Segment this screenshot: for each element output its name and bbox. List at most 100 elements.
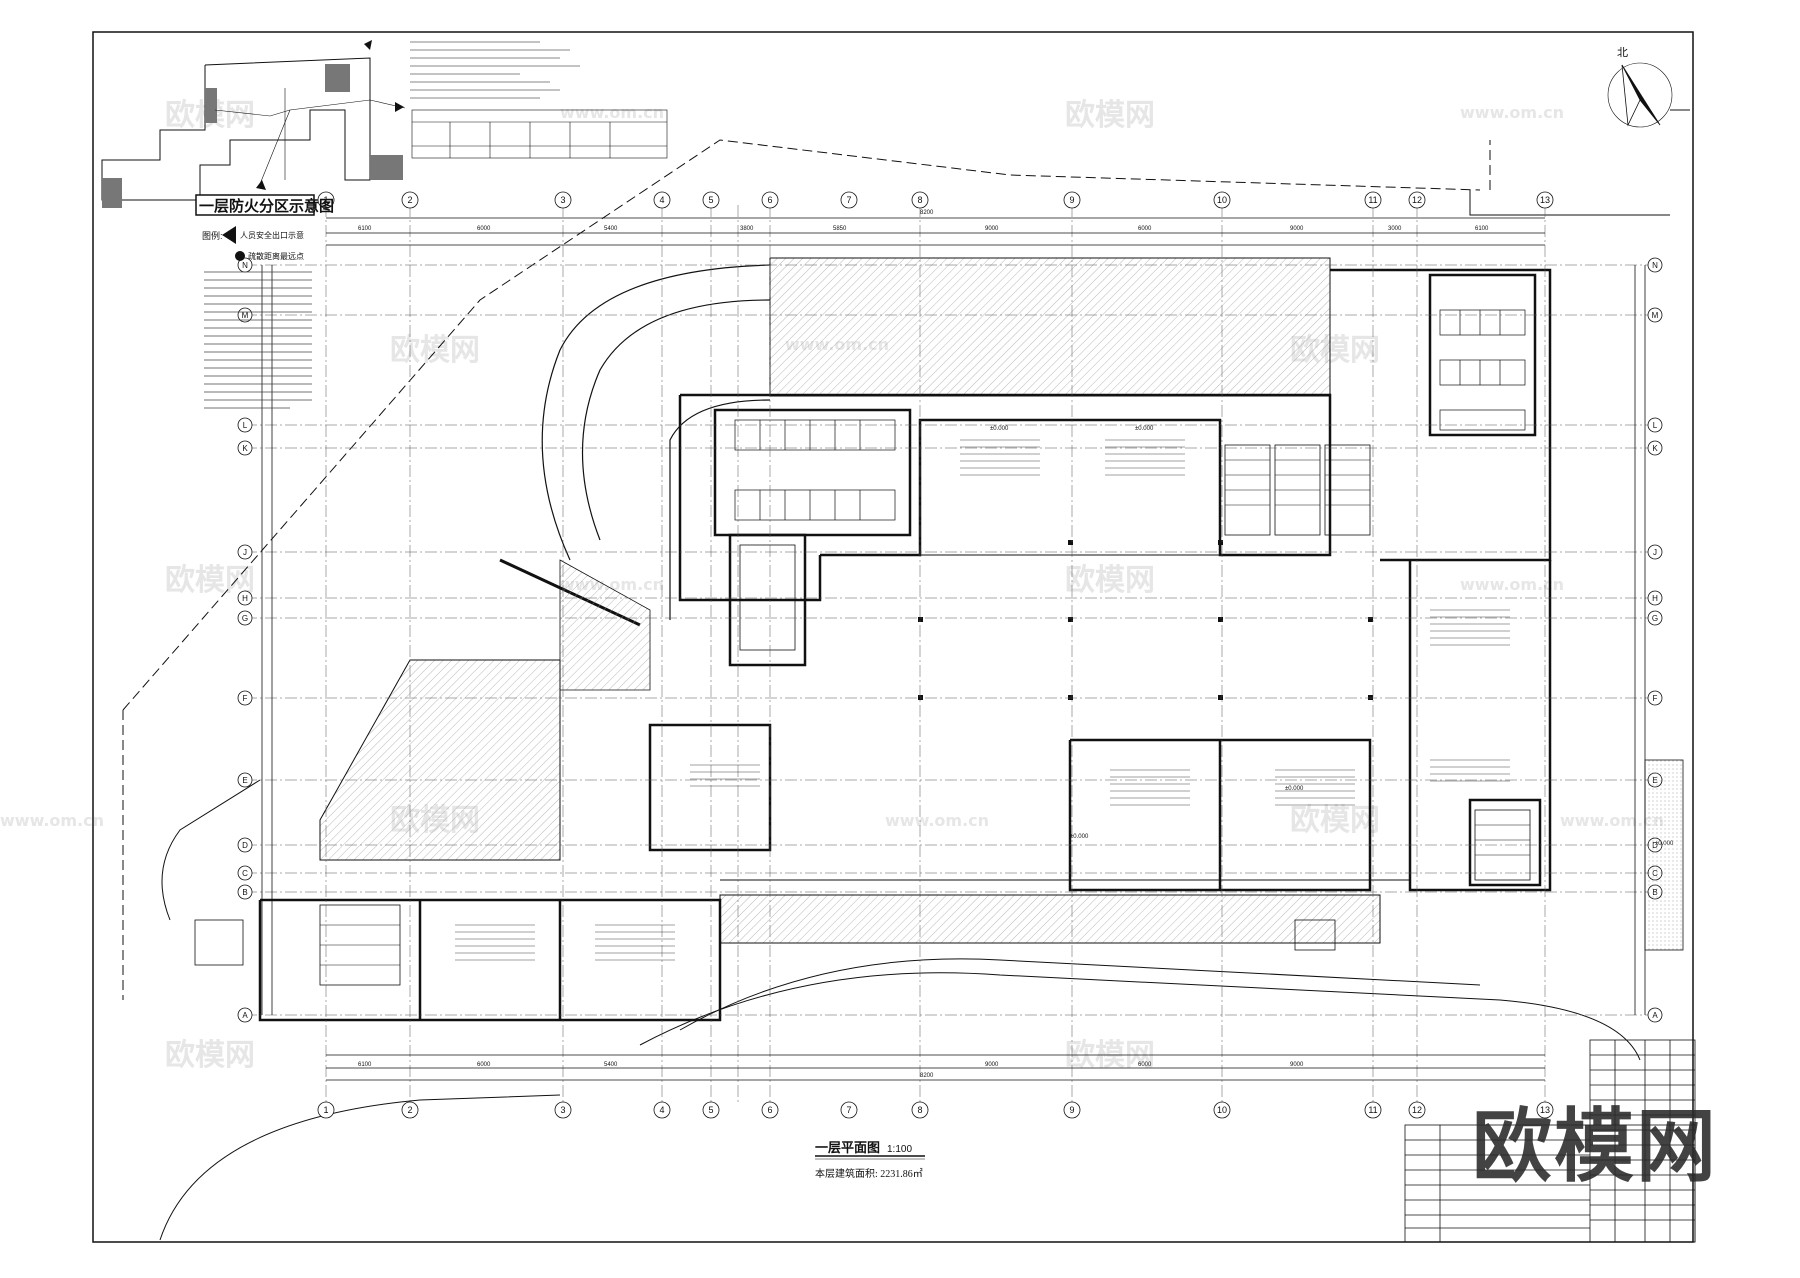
col-bubble (840, 191, 858, 209)
exit-arrow-icon (395, 102, 404, 112)
svg-text:6000: 6000 (1138, 1062, 1152, 1068)
row-label: N (242, 261, 248, 270)
row-label: E (242, 776, 247, 785)
col-label-top: 5 (708, 195, 713, 205)
row-label: M (1652, 311, 1659, 320)
svg-text:欧模网: 欧模网 (165, 563, 255, 598)
col-bubble (401, 191, 419, 209)
col-label-bottom: 6 (767, 1105, 772, 1115)
row-label: M (242, 311, 249, 320)
spec-table (410, 41, 668, 159)
col-label-bottom: 13 (1540, 1105, 1550, 1115)
col-bubble (1408, 1101, 1426, 1119)
col-label-bottom: 7 (846, 1105, 851, 1115)
col-label-bottom: 3 (560, 1105, 565, 1115)
col-label-top: 13 (1540, 195, 1550, 205)
col-bubble (702, 1101, 720, 1119)
col-label-top: 8 (917, 195, 922, 205)
landscape-features (194, 759, 1684, 966)
plan-scale: 1:100 (887, 1144, 912, 1155)
row-label: F (1653, 694, 1658, 703)
col-bubble (1213, 1101, 1231, 1119)
row-label: J (243, 548, 247, 557)
svg-text:9000: 9000 (1290, 1062, 1304, 1068)
row-label: K (242, 444, 248, 453)
svg-text:8200: 8200 (920, 1073, 934, 1079)
svg-text:6100: 6100 (1475, 226, 1489, 232)
sheet-frame (92, 31, 1694, 1243)
svg-text:5850: 5850 (833, 226, 847, 232)
structural-columns (918, 540, 1373, 700)
title-block (1404, 1039, 1696, 1243)
stairs (319, 444, 1531, 986)
col-bubble (911, 1101, 929, 1119)
svg-text:6100: 6100 (358, 226, 372, 232)
col-bubble (317, 191, 335, 209)
corner-watermark: 欧模网 (1472, 1100, 1718, 1193)
svg-text:欧模网: 欧模网 (1065, 98, 1155, 133)
col-bubble (401, 1101, 419, 1119)
svg-text:6000: 6000 (477, 1062, 491, 1068)
svg-text:5400: 5400 (604, 226, 618, 232)
col-bubble (317, 1101, 335, 1119)
exit-arrow-icon (256, 180, 266, 190)
col-bubble (761, 1101, 779, 1119)
svg-text:www.om.cn: www.om.cn (1560, 811, 1664, 830)
svg-text:6000: 6000 (477, 226, 491, 232)
col-bubble (1063, 191, 1081, 209)
svg-text:9000: 9000 (985, 226, 999, 232)
svg-text:±0.000: ±0.000 (990, 426, 1009, 432)
svg-text:3000: 3000 (1388, 226, 1402, 232)
col-label-top: 2 (407, 195, 412, 205)
col-label-bottom: 9 (1069, 1105, 1074, 1115)
grid-bubbles (317, 191, 1554, 1119)
site-roads (159, 109, 1690, 1241)
col-label-bottom: 2 (407, 1105, 412, 1115)
col-bubble (1364, 191, 1382, 209)
fire-zone-diagram (101, 40, 406, 208)
row-label: B (242, 888, 247, 897)
col-label-top: 10 (1217, 195, 1227, 205)
col-bubble (1536, 191, 1554, 209)
col-label-bottom: 10 (1217, 1105, 1227, 1115)
col-label-top: 1 (323, 195, 328, 205)
col-bubble (554, 191, 572, 209)
col-label-top: 6 (767, 195, 772, 205)
col-bubble (653, 1101, 671, 1119)
site-boundary (122, 139, 1491, 1000)
column-labels: 1 2 3 4 5 6 7 8 9 10 11 12 13 1 2 3 4 5 … (323, 195, 1550, 1115)
row-label: D (242, 841, 248, 850)
svg-text:欧模网: 欧模网 (390, 333, 480, 368)
col-bubble (1364, 1101, 1382, 1119)
row-label: H (242, 594, 248, 603)
col-label-top: 12 (1412, 195, 1422, 205)
toilet-stalls (734, 309, 1526, 521)
col-label-top: 7 (846, 195, 851, 205)
svg-text:6000: 6000 (1138, 226, 1152, 232)
col-label-top: 4 (659, 195, 664, 205)
col-bubble (702, 191, 720, 209)
svg-text:±0.000: ±0.000 (1285, 786, 1304, 792)
col-bubble (840, 1101, 858, 1119)
svg-text:www.om.cn: www.om.cn (1460, 103, 1564, 122)
row-label: G (1652, 614, 1658, 623)
row-label: C (242, 869, 248, 878)
legend-exit-arrow-icon (222, 226, 236, 244)
row-label: L (243, 421, 248, 430)
svg-text:6100: 6100 (358, 1062, 372, 1068)
row-label: G (242, 614, 248, 623)
fire-zone-title-box (195, 194, 315, 216)
svg-text:欧模网: 欧模网 (1065, 563, 1155, 598)
svg-text:www.om.cn: www.om.cn (885, 811, 989, 830)
row-label: F (243, 694, 248, 703)
col-label-bottom: 4 (659, 1105, 664, 1115)
legend-distance: 疏散距离最远点 (248, 251, 304, 261)
room-annotations (455, 439, 1510, 961)
col-label-bottom: 12 (1412, 1105, 1422, 1115)
plan-title: 一层平面图 (815, 1140, 880, 1155)
row-label: A (242, 1011, 248, 1020)
col-bubble (761, 191, 779, 209)
svg-text:欧模网: 欧模网 (165, 1038, 255, 1073)
svg-text:3800: 3800 (740, 226, 754, 232)
